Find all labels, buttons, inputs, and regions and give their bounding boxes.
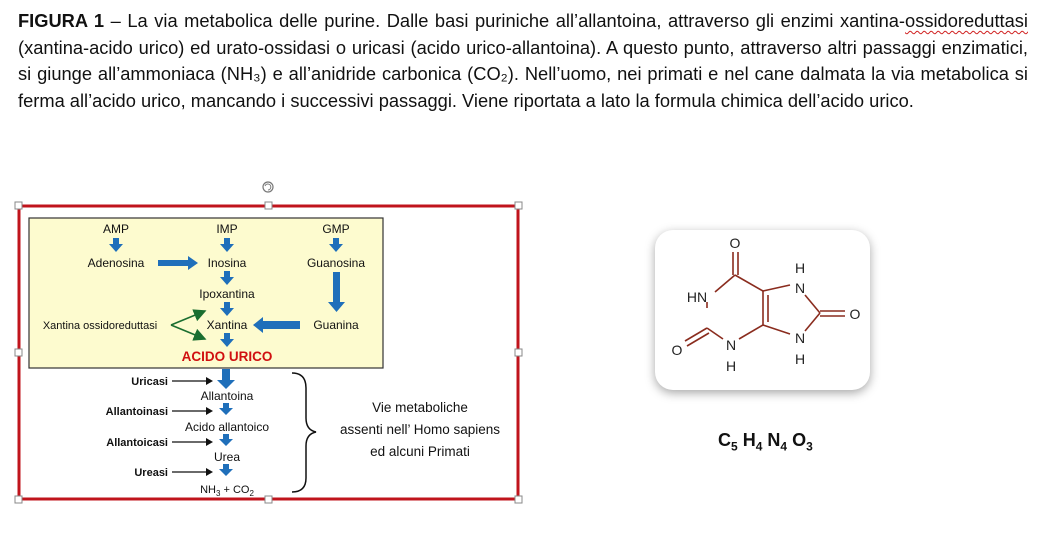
atom-o-top: O xyxy=(730,235,741,251)
label-vie-1: Vie metaboliche xyxy=(372,400,468,415)
curly-brace xyxy=(291,372,317,493)
figure-label: FIGURA 1 xyxy=(18,10,105,31)
molecular-formula: C5 H4 N4 O3 xyxy=(718,430,813,454)
uric-acid-structure: O O O HN N H N H N H xyxy=(672,235,861,374)
label-ipoxantina: Ipoxantina xyxy=(199,287,255,301)
label-guanina: Guanina xyxy=(313,318,359,332)
enzyme-allantoicasi: Allantoicasi xyxy=(106,437,168,449)
label-urea: Urea xyxy=(214,450,240,464)
purine-box xyxy=(28,217,384,369)
spellcheck-word: ossidoreduttasi xyxy=(905,10,1028,31)
resize-handles[interactable] xyxy=(14,201,523,504)
label-inosina: Inosina xyxy=(208,256,247,270)
atom-o-right: O xyxy=(850,306,861,322)
label-amp: AMP xyxy=(103,222,129,236)
atom-h-right-bottom: H xyxy=(795,351,805,367)
atom-n-right-bottom: N xyxy=(795,330,805,346)
enzyme-allantoinasi: Allantoinasi xyxy=(106,406,168,418)
enzyme-uricasi: Uricasi xyxy=(131,376,168,388)
label-acido-allantoico: Acido allantoico xyxy=(185,420,269,434)
label-gmp: GMP xyxy=(322,222,349,236)
caption-text-2: (xantina-acido urico) ed urato-ossidasi … xyxy=(18,36,1028,111)
label-guanosina: Guanosina xyxy=(307,256,365,270)
label-adenosina: Adenosina xyxy=(88,256,145,270)
enzyme-arrows xyxy=(170,309,207,341)
label-nh3-co2: NH3 + CO2 xyxy=(200,484,254,498)
label-allantoina: Allantoina xyxy=(201,389,254,403)
enzyme-ureasi: Ureasi xyxy=(134,467,168,479)
label-xantina: Xantina xyxy=(207,318,248,332)
label-imp: IMP xyxy=(216,222,237,236)
pathway-arrows xyxy=(109,238,345,476)
label-vie-3: ed alcuni Primati xyxy=(370,444,470,459)
uric-acid-structure-box: O O O HN N H N H N H xyxy=(655,230,870,390)
figure-caption: FIGURA 1 – La via metabolica delle purin… xyxy=(18,8,1028,114)
atom-o-left: O xyxy=(672,342,683,358)
label-acido-urico: ACIDO URICO xyxy=(182,349,273,364)
atom-h-bottom: H xyxy=(726,358,736,374)
label-xantina-enzyme: Xantina ossidoreduttasi xyxy=(43,320,157,332)
atom-hn: HN xyxy=(687,289,707,305)
atom-n-bottom: N xyxy=(726,337,736,353)
atom-n-right-top: N xyxy=(795,280,805,296)
rotate-handle-icon[interactable] xyxy=(262,181,274,193)
label-vie-2: assenti nell’ Homo sapiens xyxy=(340,422,500,437)
caption-text-1: – La via metabolica delle purine. Dalle … xyxy=(104,10,906,31)
atom-h-right-top: H xyxy=(795,260,805,276)
enzyme-pointers xyxy=(172,377,213,476)
